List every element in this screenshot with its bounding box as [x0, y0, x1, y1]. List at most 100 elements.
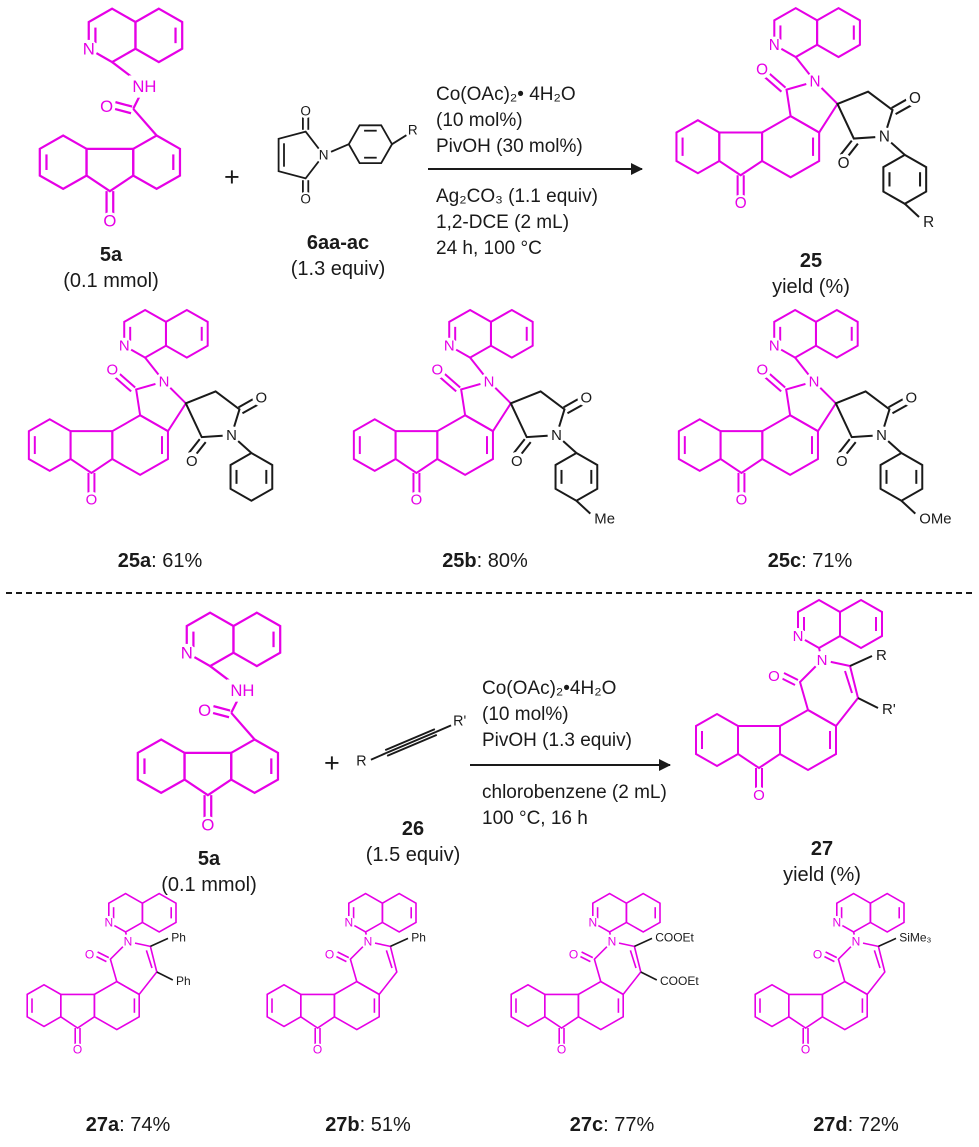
condition-line: Co(OAc)₂• 4H₂O [436, 84, 576, 105]
condition-line: Ag₂CO₃ (1.1 equiv) [436, 186, 598, 207]
quinoline-n-label: N [793, 628, 804, 645]
quinoline-n-label: N [181, 643, 193, 662]
caption-25b: 25b: 80% [330, 548, 640, 574]
ketone-o-label: O [736, 493, 748, 509]
conditions-below-arrow: chlorobenzene (2 mL) 100 °C, 16 h [482, 780, 667, 832]
imide-o-right-label: O [909, 90, 921, 107]
substituent-r-label: R [923, 214, 934, 231]
imide-n-label: N [319, 148, 329, 163]
imide-o-bottom-label: O [300, 192, 311, 207]
caption-25c: 25c: 71% [655, 548, 965, 574]
yield-value: 71% [812, 550, 853, 572]
substituent-ph-label: Ph [411, 931, 426, 945]
lactam-o-label: O [757, 363, 769, 379]
compound-label: 5a [99, 244, 123, 266]
caption-separator: : [476, 550, 488, 572]
substituent-sime3-label: SiMe₃ [899, 931, 931, 945]
amide-nh-label: NH [132, 77, 156, 96]
yield-value: 72% [858, 1114, 899, 1136]
caption-27d: 27d: 72% [736, 1112, 976, 1138]
lactam-o-label: O [756, 61, 768, 78]
imide-o-top-label: O [300, 103, 311, 118]
plus-sign: + [324, 748, 340, 778]
caption-26: 26 (1.5 equiv) [338, 816, 488, 868]
structure-product-27: N N O O R R' [695, 599, 896, 804]
imide-n-label: N [226, 428, 237, 444]
imide-o-right-label: O [256, 390, 268, 406]
caption-25: 25 yield (%) [652, 248, 970, 300]
imide-o-left-label: O [511, 454, 523, 470]
caption-separator: : [847, 1114, 859, 1136]
quinoline-n-label: N [119, 339, 130, 355]
lactam-o-label: O [813, 947, 822, 961]
ketone-o-label: O [557, 1043, 566, 1057]
amide-o-label: O [198, 701, 211, 720]
imide-o-right-label: O [906, 390, 918, 406]
reaction-arrow [470, 759, 671, 771]
compound-amount: (1.5 equiv) [365, 844, 461, 866]
imide-o-left-label: O [186, 454, 198, 470]
substituent-r-label: R [876, 647, 887, 664]
caption-27c: 27c: 77% [492, 1112, 732, 1138]
caption-27a: 27a: 74% [8, 1112, 248, 1138]
structure-25a: N N O O O O N [27, 308, 274, 509]
condition-line: Co(OAc)₂•4H₂O [482, 678, 617, 699]
caption-27: 27 yield (%) [672, 836, 972, 888]
condition-line: (10 mol%) [482, 704, 569, 725]
yield-value: 61% [162, 550, 203, 572]
caption-separator: : [119, 1114, 131, 1136]
structure-25b: N N O O O O N Me [352, 308, 615, 528]
ketone-o-label: O [735, 195, 747, 212]
structure-alkyne-26: R R' [356, 713, 466, 769]
substituent-me-label: Me [594, 512, 615, 528]
condition-line: chlorobenzene (2 mL) [482, 782, 667, 803]
lactam-o-label: O [432, 363, 444, 379]
structure-27a: N N O O Ph Ph [26, 892, 191, 1057]
lactam-n-label: N [484, 374, 495, 390]
conditions-below-arrow: Ag₂CO₃ (1.1 equiv) 1,2-DCE (2 mL) 24 h, … [436, 184, 598, 262]
yield-value: 74% [130, 1114, 171, 1136]
structure-product-25: N N O O O O N R [675, 7, 934, 231]
caption-5a: 5a (0.1 mmol) [120, 846, 298, 898]
compound-amount: (1.3 equiv) [290, 258, 386, 280]
ketone-o-label: O [753, 787, 765, 804]
quinoline-n-label: N [588, 915, 597, 929]
structure-27c: N N O O COOEt COOEt [510, 892, 699, 1057]
section-divider [6, 592, 972, 594]
caption-separator: : [801, 550, 813, 572]
lactam-n-label: N [159, 374, 170, 390]
conditions-above-arrow: Co(OAc)₂• 4H₂O (10 mol%) PivOH (30 mol%) [436, 82, 583, 160]
ketone-o-label: O [801, 1043, 810, 1057]
lactam-n-label: N [810, 74, 821, 91]
lactam-o-label: O [85, 947, 94, 961]
quinoline-n-label: N [444, 339, 455, 355]
lactam-o-label: O [325, 947, 334, 961]
lactam-o-label: O [107, 363, 119, 379]
yield-label: yield (%) [783, 864, 861, 886]
compound-label: 6aa-ac [306, 232, 370, 254]
imide-o-right-label: O [581, 390, 593, 406]
ketone-o-label: O [86, 493, 98, 509]
ketone-o-label: O [411, 493, 423, 509]
substituent-r-prime-label: R' [453, 713, 466, 729]
ketone-o-label: O [73, 1043, 82, 1057]
lactam-n-label: N [809, 374, 820, 390]
caption-separator: : [151, 550, 163, 572]
quinoline-n-label: N [344, 915, 353, 929]
lactam-n-label: N [817, 652, 828, 669]
compound-amount: (0.1 mmol) [63, 270, 159, 292]
ketone-o-label: O [201, 816, 214, 835]
caption-6aa-ac: 6aa-ac (1.3 equiv) [238, 230, 438, 282]
compound-label: 27 [810, 838, 834, 860]
caption-separator: : [603, 1114, 615, 1136]
condition-line: 24 h, 100 °C [436, 238, 542, 259]
condition-line: 1,2-DCE (2 mL) [436, 212, 570, 233]
substituent-r-label: R [356, 753, 366, 769]
lactam-n-label: N [852, 935, 861, 949]
quinoline-n-label: N [769, 339, 780, 355]
lactam-n-label: N [364, 935, 373, 949]
condition-line: PivOH (1.3 equiv) [482, 730, 632, 751]
quinoline-n-label: N [769, 37, 780, 54]
structure-5a: N NH O O [136, 611, 282, 835]
